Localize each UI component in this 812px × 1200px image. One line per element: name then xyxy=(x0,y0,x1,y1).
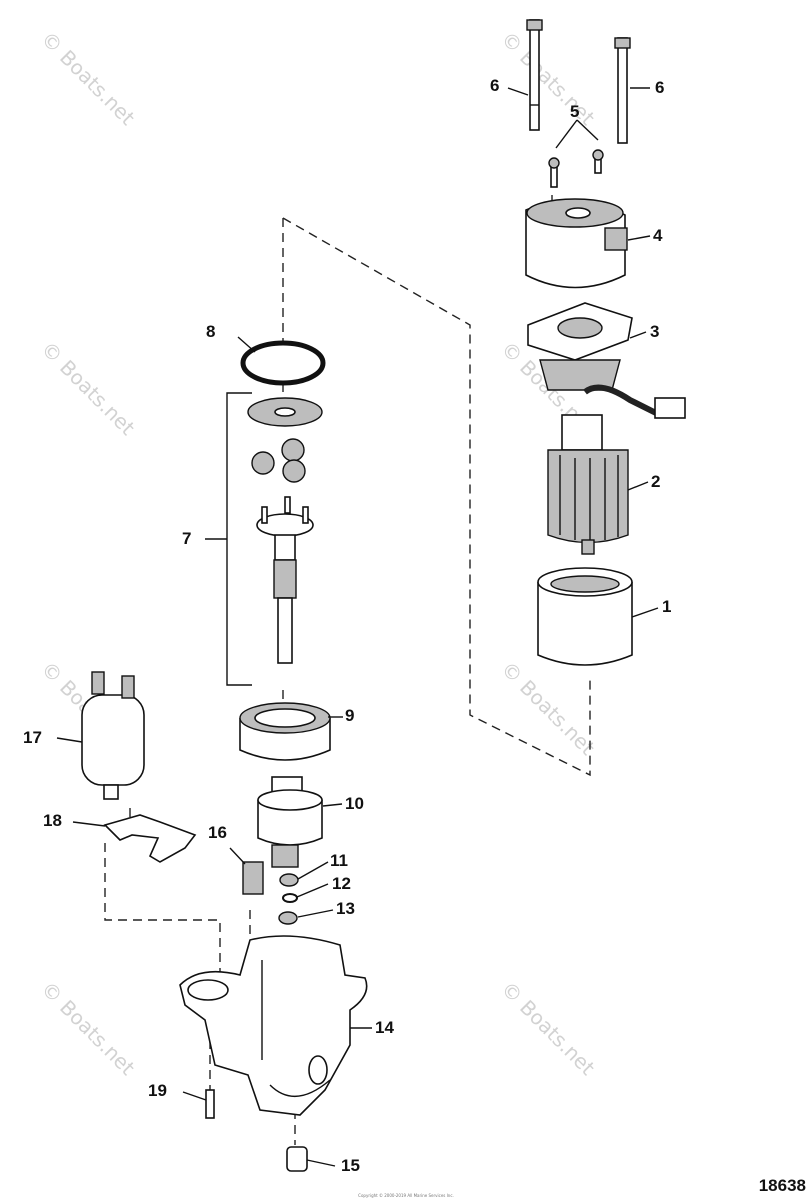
leader-lines xyxy=(56,87,659,1167)
planet-gears xyxy=(251,438,306,483)
planetary-plate xyxy=(247,397,323,427)
watermark-3: © Boats.net xyxy=(36,337,139,440)
watermark-2: © Boats.net xyxy=(496,27,599,130)
screw-left xyxy=(548,157,560,188)
end-cap xyxy=(525,198,628,289)
shift-lever xyxy=(103,814,197,863)
thrust-washer xyxy=(278,911,298,925)
callout-12: 12 xyxy=(332,874,351,893)
callout-11: 11 xyxy=(330,851,348,870)
seal xyxy=(242,861,264,895)
brush-plate xyxy=(527,302,686,419)
starter-drive xyxy=(257,776,323,868)
retaining-ring xyxy=(282,893,298,903)
callout-labels: 1 2 3 4 5 6 6 7 8 9 10 11 12 13 14 15 16… xyxy=(23,76,671,1175)
field-frame xyxy=(537,567,633,666)
armature xyxy=(547,414,629,555)
bushing xyxy=(286,1146,308,1172)
housing-bolt xyxy=(205,1089,215,1119)
callout-7: 7 xyxy=(182,529,191,548)
callout-6-left: 6 xyxy=(490,76,499,95)
watermark-6: © Boats.net xyxy=(496,657,599,760)
callout-3: 3 xyxy=(650,322,659,341)
ring-gear xyxy=(239,702,331,761)
callout-6-right: 6 xyxy=(655,78,664,97)
callout-10: 10 xyxy=(345,794,364,813)
through-bolt-right xyxy=(614,37,631,144)
screw-right xyxy=(592,149,604,174)
callout-15: 15 xyxy=(341,1156,360,1175)
figure-number: 18638 xyxy=(758,1176,806,1195)
callout-18: 18 xyxy=(43,811,62,830)
callout-5: 5 xyxy=(570,102,579,121)
watermark-1: © Boats.net xyxy=(36,27,139,130)
watermarks: © Boats.net © Boats.net © Boats.net © Bo… xyxy=(36,27,599,1080)
through-bolt-left xyxy=(526,19,543,131)
watermark-7: © Boats.net xyxy=(36,977,139,1080)
collar xyxy=(279,873,299,887)
assembly-lines xyxy=(104,195,591,1145)
callout-9: 9 xyxy=(345,706,354,725)
callout-19: 19 xyxy=(148,1081,167,1100)
callout-17: 17 xyxy=(23,728,42,747)
callout-1: 1 xyxy=(662,597,671,616)
callout-8: 8 xyxy=(206,322,215,341)
footer-copyright: Copyright © 2000-2019 All Marine Service… xyxy=(358,1193,454,1198)
planetary-group-bracket xyxy=(226,392,252,686)
solenoid xyxy=(81,671,145,800)
callout-14: 14 xyxy=(375,1018,394,1037)
callout-13: 13 xyxy=(336,899,355,918)
drive-housing xyxy=(179,935,368,1116)
o-ring xyxy=(240,340,326,386)
callout-2: 2 xyxy=(651,472,660,491)
pinion-shaft xyxy=(256,496,314,664)
callout-16: 16 xyxy=(208,823,227,842)
callout-4: 4 xyxy=(653,226,663,245)
watermark-8: © Boats.net xyxy=(496,977,599,1080)
